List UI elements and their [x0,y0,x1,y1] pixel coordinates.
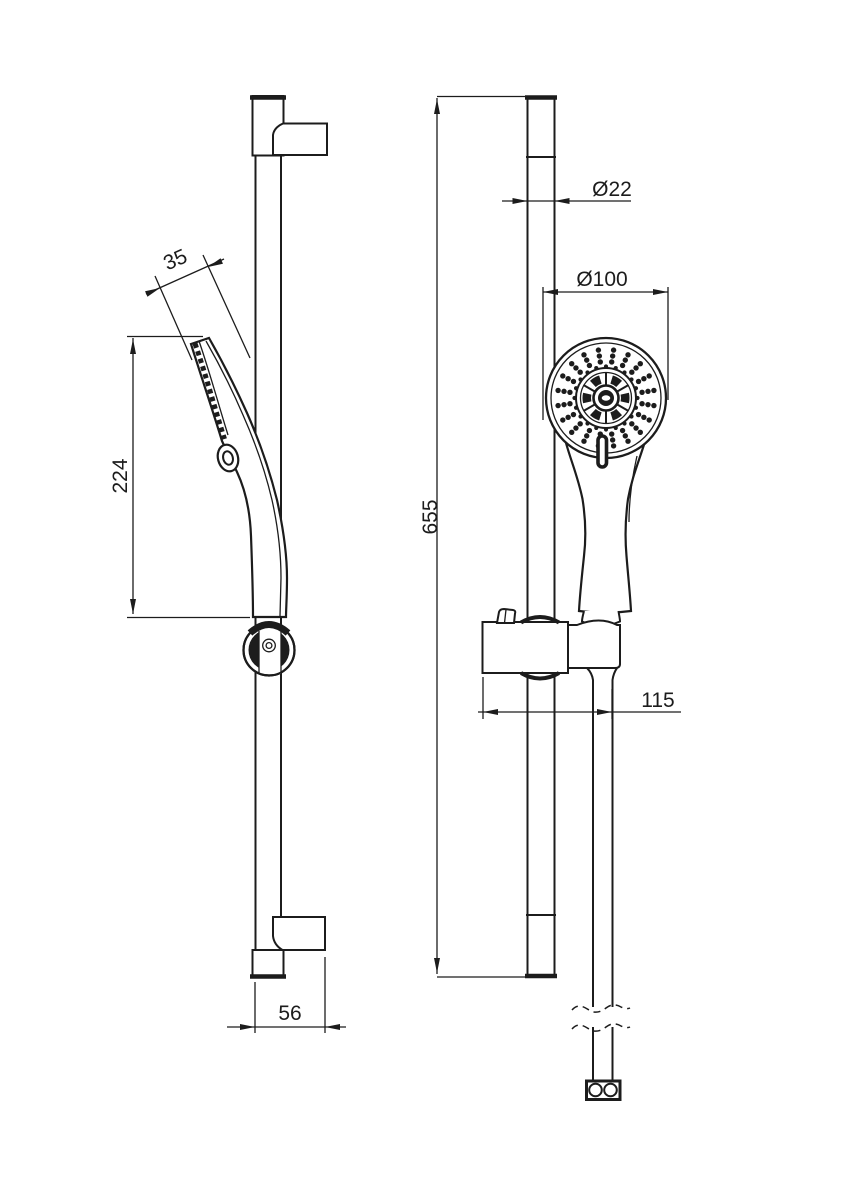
holder-clamp-top [247,621,291,636]
hose-lower-segment [592,1027,614,1081]
slide-rail-front [525,95,557,979]
holder-body [481,621,569,674]
dim-115-label: 115 [641,689,674,712]
hub-slit [601,395,611,401]
holder-rail-clamp-top [519,615,561,625]
wall-bracket-arm [272,916,326,951]
shower-holder-front [481,607,621,681]
spray-plate-rim [198,340,229,436]
wall-bracket-top-side [250,95,328,157]
center-ring-outer [575,367,637,429]
dim-d22-label: Ø22 [592,178,632,201]
holder-lock-lever-facet [503,609,507,624]
handle-highlight-line [628,455,638,523]
dim-655-label: 655 [419,499,442,534]
dim-wall-offset: 56 [227,957,346,1033]
hanging-loop-outer [216,443,240,473]
extension-line [202,254,251,359]
nozzle-row [192,342,227,440]
wall-bracket-bottom-side [250,916,326,979]
hand-shower-handle-front [564,441,646,627]
hand-shower-body [189,336,289,619]
hanging-loop-hole [222,450,234,466]
hose-right-edge [611,667,618,1007]
spray-mode-wheel [582,372,630,424]
hand-shower-side [189,336,289,619]
holder-grip-section [567,619,621,669]
hose-left-edge [586,667,594,1007]
shower-hose [571,667,631,1101]
dim-56-label: 56 [278,1002,301,1025]
dimension-arrows [130,99,668,1030]
shower-head-front [544,336,668,469]
mode-switch-lever [596,434,609,469]
holder-rail-clamp-bottom [519,671,561,681]
dimensions: 35 224 56 655 Ø22 [109,95,681,1033]
dim-head-drop-height: 224 [109,335,250,619]
dim-224-label: 224 [109,458,132,493]
hose-nut-facet-right [603,1082,618,1098]
shower-holder-side [242,621,296,677]
rail-bottom-cap [251,949,285,977]
hose-nut-facet-left [588,1082,603,1098]
dim-rail-diameter: Ø22 [502,178,632,202]
dim-head-diameter: Ø100 [542,268,669,420]
dimension-line [145,258,225,295]
break-line-lower [571,1023,631,1032]
dim-holder-reach: 115 [478,677,681,719]
extension-line [154,275,193,361]
holder-band-edges [258,631,282,673]
side-view [189,95,328,979]
handle-body [564,441,646,614]
front-view [481,95,668,1101]
holder-lock-lever [495,607,517,624]
break-line-upper [571,1004,631,1013]
wall-bracket-arm [272,122,328,156]
handle-back-inner-line [205,340,282,617]
dim-rail-length: 655 [419,95,527,978]
holder-screw-center [265,641,273,650]
holder-screw [262,638,276,653]
nozzle-dot-pattern [555,347,657,449]
dim-35-label: 35 [160,245,191,275]
dim-d100-label: Ø100 [576,268,627,291]
